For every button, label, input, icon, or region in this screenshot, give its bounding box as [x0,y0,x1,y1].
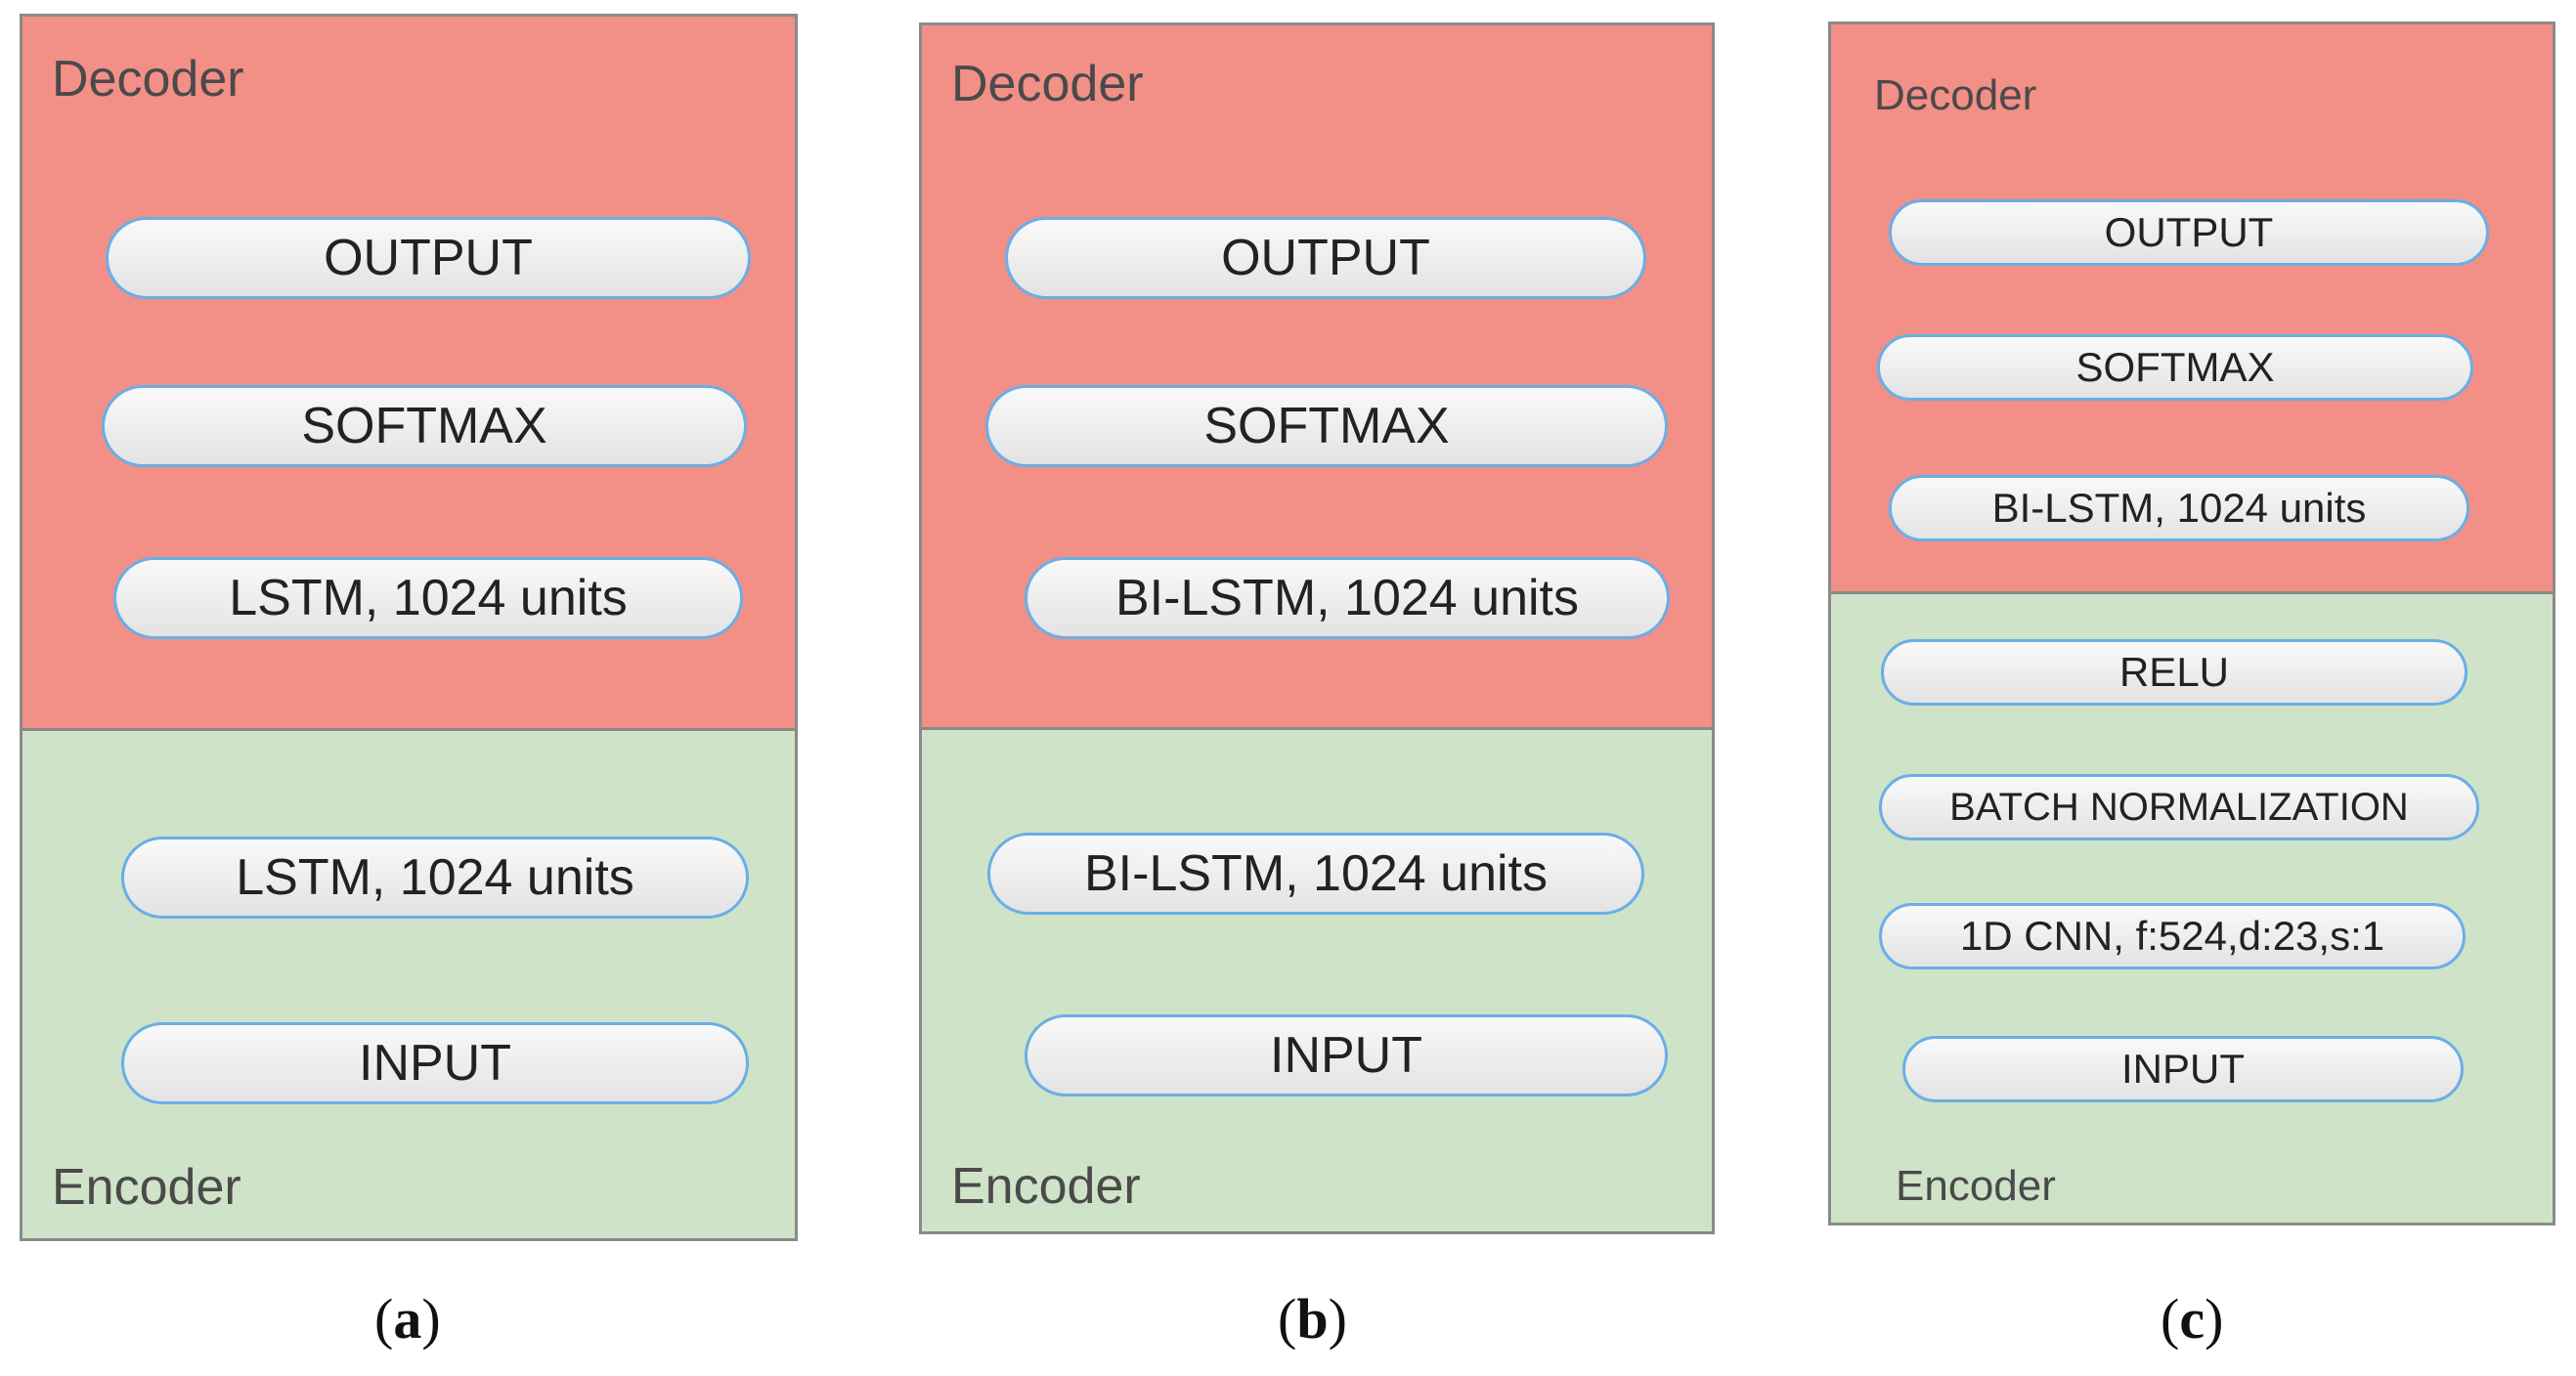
output-node: OUTPUT [1005,217,1646,299]
softmax-node: SOFTMAX [1877,334,2473,401]
encoder-label: Encoder [1896,1162,2056,1210]
input-node: INPUT [121,1022,749,1104]
caption-c: (c) [2161,1287,2224,1351]
bilstm-node: BI-LSTM, 1024 units [1889,475,2469,541]
softmax-node: SOFTMAX [985,385,1668,467]
cnn-node: 1D CNN, f:524,d:23,s:1 [1879,903,2466,969]
output-node: OUTPUT [106,217,751,299]
bilstm-decoder-node: BI-LSTM, 1024 units [1025,557,1670,639]
output-node: OUTPUT [1889,199,2489,266]
caption-b-letter: b [1296,1287,1329,1351]
caption-a: (a) [374,1287,441,1351]
input-node: INPUT [1025,1014,1668,1096]
encoder-region [22,731,795,1238]
decoder-label: Decoder [1874,71,2037,119]
caption-b: (b) [1278,1287,1347,1351]
batch-normalization-node: BATCH NORMALIZATION [1879,774,2479,840]
relu-node: RELU [1881,639,2467,706]
lstm-encoder-node: LSTM, 1024 units [121,837,749,919]
caption-c-letter: c [2179,1287,2205,1351]
caption-a-letter: a [393,1287,422,1351]
bilstm-encoder-node: BI-LSTM, 1024 units [987,833,1644,915]
lstm-decoder-node: LSTM, 1024 units [113,557,743,639]
encoder-label: Encoder [52,1159,241,1216]
input-node: INPUT [1902,1036,2464,1102]
decoder-label: Decoder [951,56,1144,112]
encoder-label: Encoder [951,1158,1141,1215]
encoder-region [922,730,1712,1231]
softmax-node: SOFTMAX [102,385,747,467]
decoder-label: Decoder [52,51,244,108]
